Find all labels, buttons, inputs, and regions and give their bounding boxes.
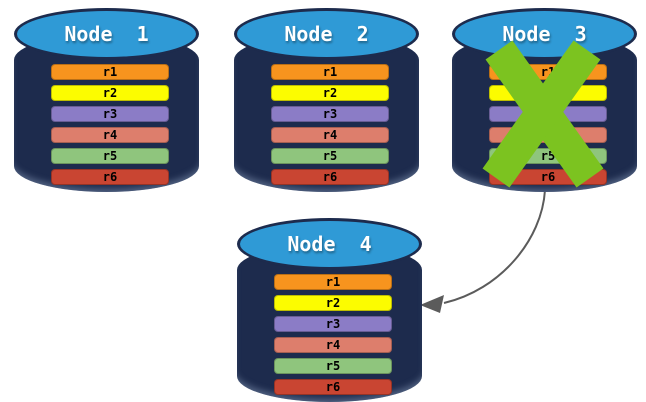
- node-1-records: r1 r2 r3 r4 r5 r6: [51, 64, 169, 185]
- arrow-head-icon: [420, 295, 444, 313]
- node-4-record-r3: r3: [274, 316, 392, 332]
- node-2-top: Node 2: [234, 8, 419, 60]
- record-label: r5: [102, 149, 118, 163]
- node-2: r1 r2 r3 r4 r5 r6 Node 2: [234, 8, 419, 192]
- node-1-record-r1: r1: [51, 64, 169, 80]
- record-label: r6: [322, 170, 338, 184]
- record-label: r6: [102, 170, 118, 184]
- node-4-records: r1 r2 r3 r4 r5 r6: [274, 274, 392, 395]
- node-4-record-r1: r1: [274, 274, 392, 290]
- node-2-record-r1: r1: [271, 64, 389, 80]
- node-2-record-r2: r2: [271, 85, 389, 101]
- node-3-top: Node 3: [452, 8, 637, 60]
- record-label: r1: [322, 65, 338, 79]
- record-label: r5: [322, 149, 338, 163]
- node-2-label: Node 2: [284, 22, 369, 46]
- node-4-record-r4: r4: [274, 337, 392, 353]
- node-4-label: Node 4: [287, 232, 372, 256]
- node-3: r1 r2 r3 r4 r5 r6 Node 3: [452, 8, 637, 192]
- node-2-record-r4: r4: [271, 127, 389, 143]
- record-label: r5: [540, 149, 556, 163]
- record-label: r1: [325, 275, 341, 289]
- node-1-record-r5: r5: [51, 148, 169, 164]
- node-1-record-r2: r2: [51, 85, 169, 101]
- node-3-label: Node 3: [502, 22, 587, 46]
- node-4-record-r5: r5: [274, 358, 392, 374]
- record-label: r1: [102, 65, 118, 79]
- record-label: r3: [322, 107, 338, 121]
- record-label: r6: [540, 170, 556, 184]
- node-2-record-r5: r5: [271, 148, 389, 164]
- node-1-record-r3: r3: [51, 106, 169, 122]
- record-label: r2: [325, 296, 341, 310]
- node-4-record-r2: r2: [274, 295, 392, 311]
- failure-x-icon: [482, 40, 604, 188]
- node-1-top: Node 1: [14, 8, 199, 60]
- node-4-top: Node 4: [237, 218, 422, 270]
- node-1-record-r4: r4: [51, 127, 169, 143]
- node-1-label: Node 1: [64, 22, 149, 46]
- node-1: r1 r2 r3 r4 r5 r6 Node 1: [14, 8, 199, 192]
- node-2-records: r1 r2 r3 r4 r5 r6: [271, 64, 389, 185]
- record-label: r4: [102, 128, 118, 142]
- record-label: r5: [325, 359, 341, 373]
- node-2-record-r6: r6: [271, 169, 389, 185]
- node-2-record-r3: r3: [271, 106, 389, 122]
- node-4: r1 r2 r3 r4 r5 r6 Node 4: [237, 218, 422, 402]
- record-label: r2: [102, 86, 118, 100]
- record-label: r4: [322, 128, 338, 142]
- record-label: r2: [322, 86, 338, 100]
- node-4-record-r6: r6: [274, 379, 392, 395]
- record-label: r3: [102, 107, 118, 121]
- record-label: r3: [325, 317, 341, 331]
- arrow-curve: [443, 189, 546, 304]
- record-label: r6: [325, 380, 341, 394]
- node-1-record-r6: r6: [51, 169, 169, 185]
- record-label: r4: [325, 338, 341, 352]
